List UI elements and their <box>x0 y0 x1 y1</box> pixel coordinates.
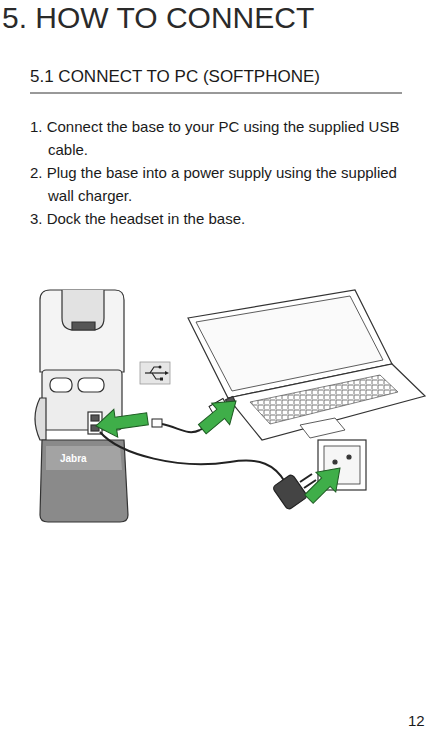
usb-symbol-part-part <box>152 373 160 379</box>
wall-charger-part <box>300 474 312 482</box>
wall-socket-part <box>333 460 337 464</box>
laptop-part <box>250 375 398 424</box>
headset-base <box>35 290 128 522</box>
section-heading: 5.1 CONNECT TO PC (SOFTPHONE) <box>30 66 320 88</box>
page-number: 12 <box>408 712 425 730</box>
usb-symbol-part <box>145 367 165 379</box>
usb-symbol <box>140 362 170 384</box>
power-cable-part <box>100 432 285 482</box>
headset-base-part <box>62 290 104 330</box>
laptop-part <box>300 418 345 438</box>
headset-base-part <box>46 446 122 470</box>
power-cable <box>100 432 285 482</box>
instruction-step: 3. Dock the headset in the base. <box>30 207 402 230</box>
brand-logo: Jabra <box>46 453 120 465</box>
usb-symbol-part-part <box>145 372 165 373</box>
direction-arrows-part <box>193 390 245 440</box>
section-rule <box>30 93 402 94</box>
usb-symbol-part-part <box>150 367 159 373</box>
headset-base-part <box>40 290 124 372</box>
headset-base-part <box>50 378 72 392</box>
instruction-list: 1. Connect the base to your PC using the… <box>30 115 402 230</box>
laptop-part <box>228 364 425 440</box>
instruction-step: 1. Connect the base to your PC using the… <box>30 115 402 161</box>
wall-socket-part <box>347 455 351 459</box>
usb-symbol-part <box>165 371 169 375</box>
page-heading: 5. HOW TO CONNECT <box>2 0 314 36</box>
headset-base-part <box>72 322 95 330</box>
instruction-step: 2. Plug the base into a power supply usi… <box>30 161 402 207</box>
headset-base-part <box>91 415 99 421</box>
direction-arrows <box>94 390 350 509</box>
usb-symbol-part <box>159 366 162 369</box>
usb-cable-part <box>162 424 200 432</box>
usb-symbol-part <box>160 378 163 381</box>
direction-arrows-part <box>299 458 350 509</box>
headset-base-part <box>40 440 128 522</box>
headset-base-part <box>78 378 104 392</box>
usb-symbol-part <box>140 362 170 384</box>
headset-base-part <box>35 398 46 440</box>
direction-arrows-part <box>94 405 149 440</box>
usb-cable-part <box>152 419 162 427</box>
laptop <box>188 290 425 440</box>
base-front-panel: Jabra <box>46 453 120 467</box>
